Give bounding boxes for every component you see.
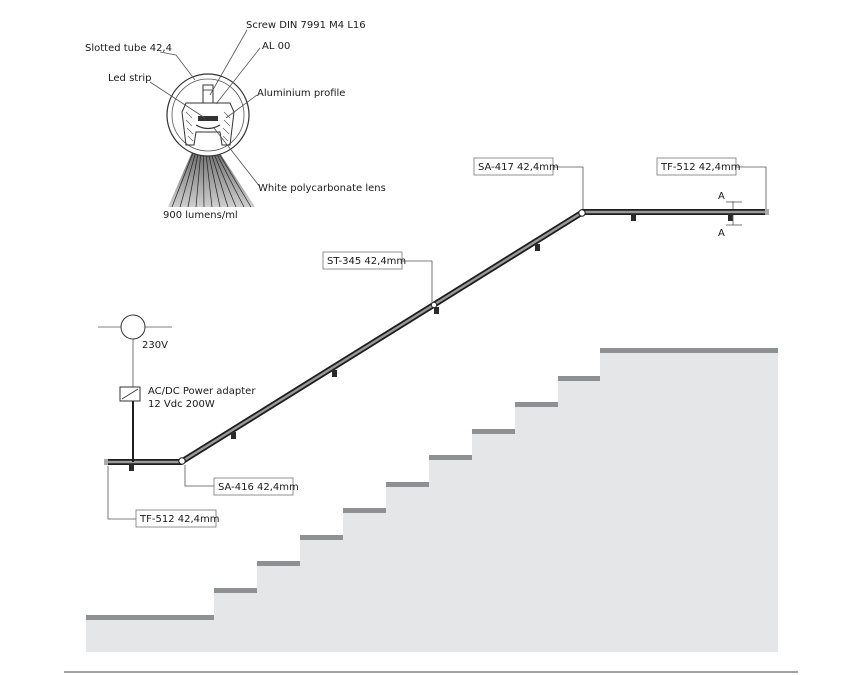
mains-socket-icon	[120, 314, 146, 340]
tread-8	[472, 429, 515, 434]
bottom-end-cap	[104, 459, 108, 465]
tread-4	[300, 535, 343, 540]
adapter-label-line2: 12 Vdc 200W	[148, 399, 215, 410]
power-supply: 230V AC/DC Power adapter 12 Vdc 200W	[98, 314, 256, 462]
profile-label: Aluminium profile	[257, 88, 345, 99]
tf512-top-label-box	[656, 157, 737, 176]
slotted-tube-leader	[159, 51, 196, 81]
slotted-tube-label: Slotted tube 42,4	[85, 43, 172, 54]
screw-leader	[209, 29, 248, 96]
bottom-elbow-joint	[178, 457, 186, 465]
lens-label: White polycarbonate lens	[258, 183, 386, 194]
tread-3	[257, 561, 300, 566]
section-mark-bottom: A	[718, 228, 725, 239]
power-adapter-symbol	[121, 388, 139, 400]
screw-icon	[202, 84, 214, 104]
lens-leader	[213, 127, 261, 188]
section-a-markers: A A	[718, 191, 742, 239]
slotted-tube-inner	[171, 78, 245, 152]
bracket	[434, 307, 439, 314]
staircase-body	[86, 350, 778, 652]
bracket	[231, 432, 236, 439]
handrail-cross-section: Slotted tube 42,4 Screw DIN 7991 M4 L16 …	[85, 20, 386, 221]
tread-7	[429, 455, 472, 460]
tf512-top-leader	[736, 166, 767, 209]
profile-hatching	[185, 111, 231, 142]
led-strip-label: Led strip	[108, 73, 151, 84]
al-leader	[215, 47, 261, 105]
tread-9	[515, 402, 558, 407]
led-strip-leader	[149, 81, 206, 119]
top-elbow-joint	[578, 209, 586, 217]
tread-landing	[600, 348, 778, 353]
sa416-label-box	[213, 477, 294, 496]
sa417-label-box	[473, 157, 554, 176]
tf512-top-label: TF-512 42,4mm	[660, 162, 740, 173]
sa416-label: SA-416 42,4mm	[218, 482, 299, 493]
tread-6	[386, 482, 429, 487]
polycarbonate-lens	[195, 124, 221, 130]
tf512-bottom-label: TF-512 42,4mm	[139, 514, 219, 525]
handrail	[104, 209, 769, 471]
sa416-leader	[184, 465, 214, 487]
tf512-bottom-label-box	[135, 509, 217, 528]
tf512-bottom-leader	[107, 466, 136, 520]
adapter-label-line1: AC/DC Power adapter	[148, 386, 256, 397]
tread-1	[86, 615, 214, 620]
aluminium-profile	[181, 102, 235, 146]
sa417-label: SA-417 42,4mm	[478, 162, 559, 173]
st345-leader	[402, 260, 433, 304]
rail-callouts: SA-417 42,4mm TF-512 42,4mm ST-345 42,4m…	[107, 157, 767, 528]
al-label: AL 00	[262, 41, 290, 52]
section-mark-top: A	[718, 191, 725, 202]
screw-label: Screw DIN 7991 M4 L16	[246, 20, 366, 31]
bracket	[332, 370, 337, 377]
tread-5	[343, 508, 386, 513]
tread-2	[214, 588, 257, 593]
wall-brackets	[129, 214, 733, 471]
led-strip	[198, 116, 218, 121]
bracket	[631, 214, 636, 221]
sa417-leader	[553, 166, 584, 209]
handrail-led-line	[106, 210, 768, 464]
bracket	[535, 244, 540, 251]
bracket	[129, 464, 134, 471]
st345-label: ST-345 42,4mm	[327, 256, 406, 267]
voltage-label: 230V	[142, 340, 168, 351]
lumens-label: 900 lumens/ml	[163, 210, 238, 221]
top-end-cap	[765, 209, 769, 215]
slotted-tube-outer	[166, 73, 250, 157]
staircase	[86, 348, 778, 652]
profile-leader	[225, 94, 258, 119]
st345-label-box	[322, 251, 403, 270]
bracket	[728, 214, 733, 221]
stair-treads	[86, 348, 778, 620]
tread-10	[558, 376, 600, 381]
